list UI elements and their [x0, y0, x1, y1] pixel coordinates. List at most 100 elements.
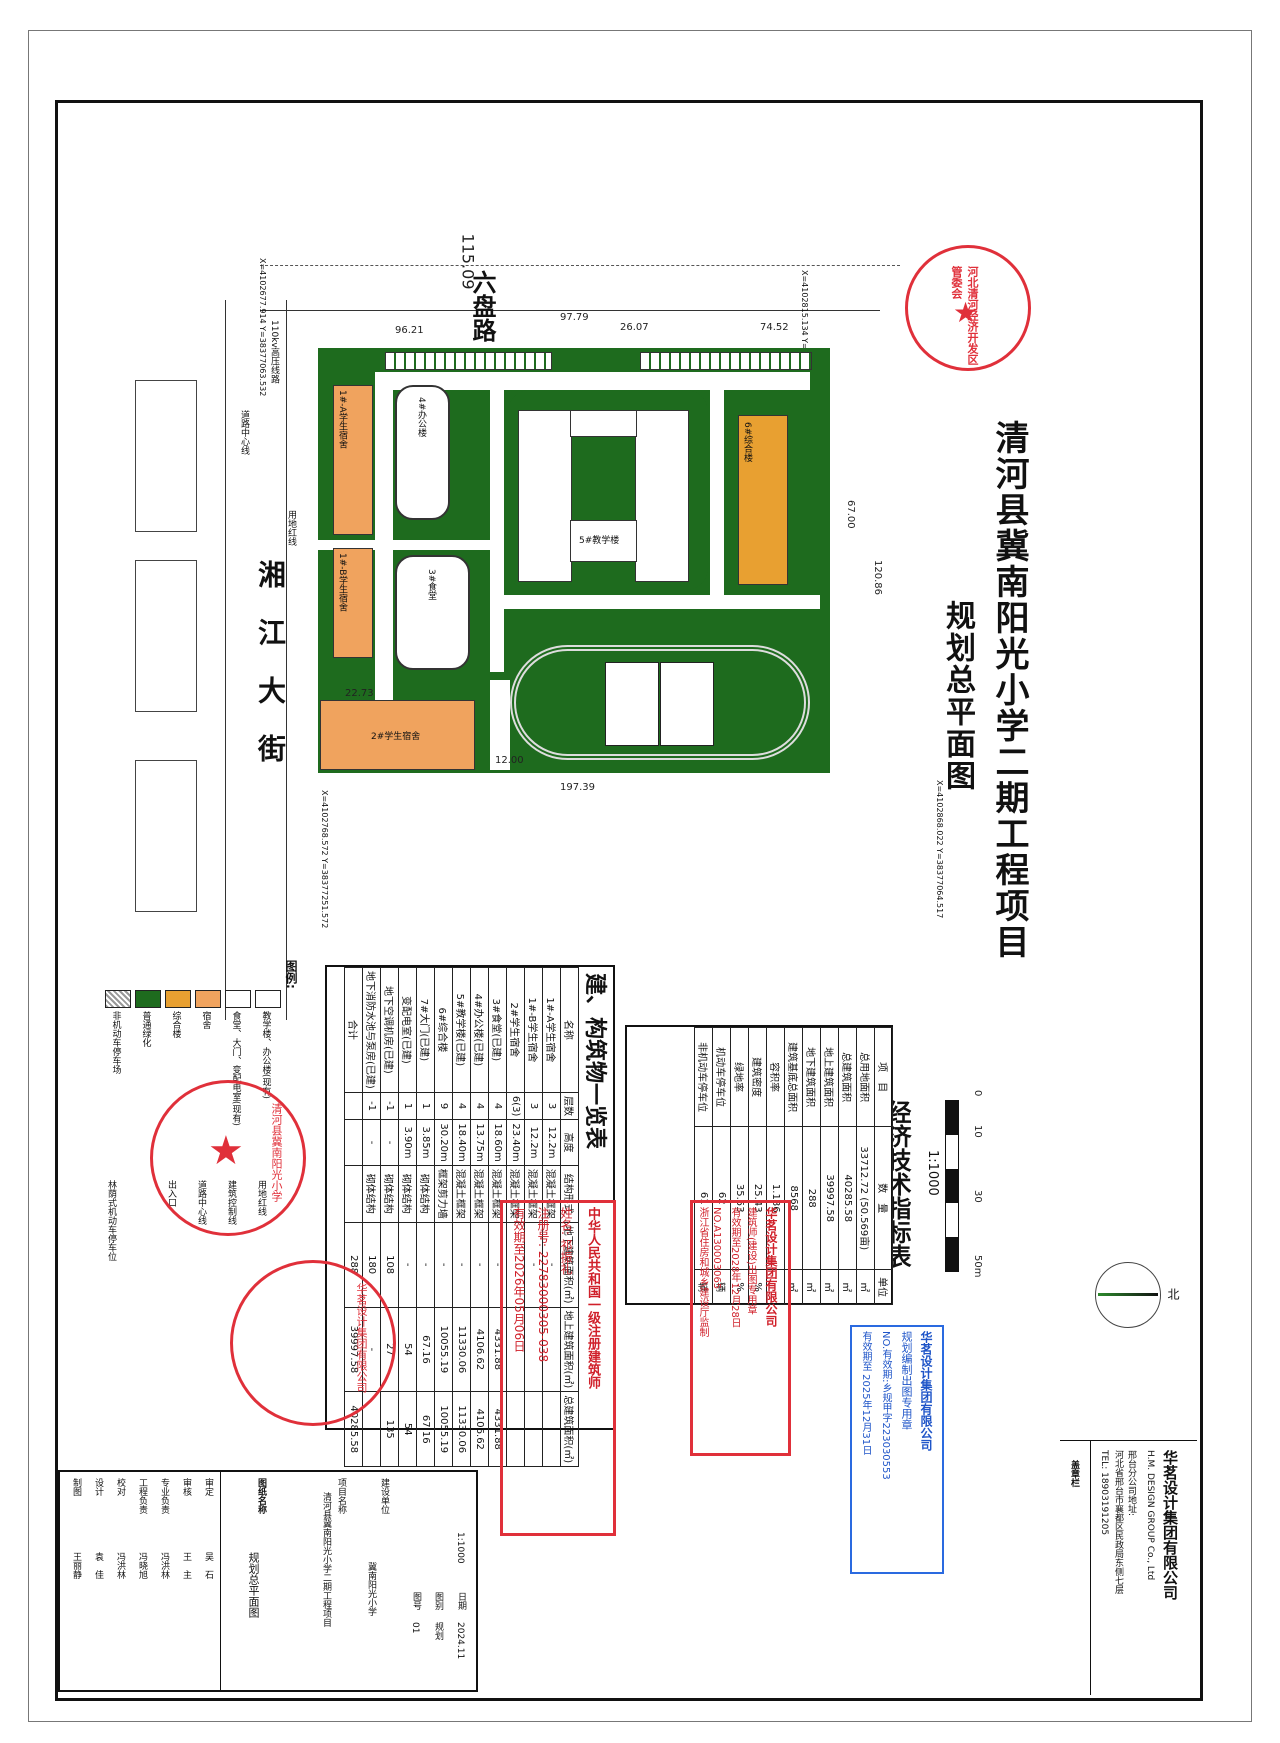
road-centerline-label: 道路中心线	[239, 410, 249, 455]
scale-label: 1:1000	[925, 1150, 940, 1196]
round-seal-designer: 华茗设计集团有限公司	[230, 1260, 396, 1426]
dim-label: 120.86	[872, 560, 883, 595]
building-teaching-5-wing	[518, 410, 572, 582]
drawing-name: 规划总平面图	[247, 1552, 260, 1618]
internal-road	[318, 540, 498, 550]
legend-item: 教学楼、办公楼(现有)	[255, 990, 281, 1099]
road-north-centerline	[260, 265, 900, 267]
parking-row	[385, 352, 552, 370]
dim-label: 12.00	[495, 755, 524, 766]
scale-tick: 0	[972, 1090, 983, 1097]
basketball-court	[660, 662, 714, 746]
internal-road	[710, 372, 724, 602]
building-canteen-3: 3#食堂	[395, 555, 470, 670]
north-arrow-icon	[1095, 1262, 1161, 1328]
coord-ne: X=4102815.134 Y=38377430.750	[800, 270, 809, 409]
building-dorm-1b: 1#-B学生宿舍	[333, 548, 373, 658]
seal-column-label: 盖章栏	[1069, 1460, 1079, 1487]
round-seal-client: ★ 清河县冀南阳光小学	[150, 1080, 306, 1236]
scale-bar	[945, 1100, 959, 1272]
parking-row	[640, 352, 812, 370]
project-name: 清河县冀南阳光小学二期工程项目	[321, 1492, 331, 1627]
neighbor-block	[135, 380, 197, 532]
scale-tick: 50m	[972, 1255, 983, 1278]
dim-label: 26.07	[620, 322, 649, 333]
scale-tick: 30	[972, 1190, 983, 1203]
internal-road	[375, 372, 393, 767]
drawing-frame	[55, 100, 1203, 1701]
internal-road	[490, 372, 504, 672]
building-dorm-1a: 1#-A学生宿舍	[333, 385, 373, 535]
legend-item: 食堂、大门、变配电室(现有)	[225, 990, 251, 1126]
institute-stamp: 华茗设计集团有限公司 建筑师(建设)出图专用章 有效期至2028年12月28日 …	[690, 1200, 791, 1456]
internal-road	[490, 680, 510, 770]
neighbor-block	[135, 560, 197, 712]
dim-label: 96.21	[395, 325, 424, 336]
star-icon: ★	[208, 1128, 244, 1174]
drawing-category: 规划	[433, 1622, 443, 1640]
drawing-sheet	[28, 30, 1252, 1722]
legend-item: 宿舍	[195, 990, 221, 1029]
staff-block: 审定 吴 石 审核 王 主 专业负责 冯洪林 工程负责 冯晓旭 校对 冯洪林 设…	[60, 1472, 221, 1690]
drawing-subtitle: 规划总平面图	[940, 600, 975, 792]
road-north-label: 六盘路	[468, 270, 496, 342]
elevation-label: 115.09	[458, 233, 478, 290]
road-west-label: 湘江大街	[254, 560, 287, 792]
building-dorm-2: 2#学生宿舍	[320, 700, 475, 770]
road-edge	[260, 310, 880, 311]
divider	[1090, 1440, 1091, 1695]
legend-item: 林荫式机动车停车位	[106, 1180, 116, 1261]
coord-se: X=4102868.022 Y=38377064.517	[935, 780, 944, 919]
neighbor-block	[135, 760, 197, 912]
hv-line-label: 110kv高压线路	[269, 320, 279, 384]
round-seal-top: 河北清河经济开发区管委会 ★	[905, 245, 1031, 371]
coord-nw: X=4102677.914 Y=38377063.532	[258, 258, 267, 397]
legend-item: 非机动车停车场	[105, 990, 131, 1074]
road-west	[225, 300, 287, 1020]
north-label: 北	[1166, 1288, 1180, 1300]
title-block: 审定 吴 石 审核 王 主 专业负责 冯洪林 工程负责 冯晓旭 校对 冯洪林 设…	[58, 1470, 478, 1692]
internal-road	[380, 372, 810, 390]
client-name: 冀南阳光小学	[366, 1562, 376, 1616]
legend-item: 普通绿化	[135, 990, 161, 1047]
divider	[1060, 1440, 1197, 1441]
company-name: 华茗设计集团有限公司	[1161, 1450, 1179, 1600]
drawing-title: 清河县冀南阳光小学二期工程项目	[989, 420, 1029, 960]
drawing-number: 01	[410, 1622, 420, 1634]
building-comprehensive-6: 6#综合楼	[738, 415, 788, 585]
dim-label: 74.52	[760, 322, 789, 333]
star-icon: ★	[953, 296, 979, 329]
planning-stamp: 华茗设计集团有限公司 规划编制出图专用章 NO.有效期:乡规甲字22303055…	[850, 1325, 944, 1574]
building-teaching-5-link: 5#教学楼	[570, 520, 637, 562]
legend-item: 综合楼	[165, 990, 191, 1038]
dim-label: 97.79	[560, 312, 589, 323]
boundary-label: 用地红线	[286, 510, 296, 546]
scale-tick: 10	[972, 1125, 983, 1138]
dim-label: 67.00	[845, 500, 856, 529]
internal-road	[490, 595, 820, 609]
coord-sw: X=4102768.572 Y=38377251.572	[320, 790, 329, 929]
branch-address-label: 邢台分公司地址:	[1126, 1450, 1136, 1517]
branch-address: 河北省邢台市襄都区民政局东侧七层	[1113, 1450, 1123, 1594]
dim-label: 197.39	[560, 782, 595, 793]
drawing-date: 2024.11	[455, 1622, 465, 1660]
company-name-en: H.M. DESIGN GROUP Co., Ltd	[1145, 1450, 1155, 1581]
dim-label: 22.73	[345, 688, 374, 699]
branch-tel: TEL: 18903191205	[1099, 1450, 1109, 1536]
architect-stamp: 中华人民共和国一级注册建筑师 姓名: 祁振礼 注册号: 22783000305-…	[500, 1200, 616, 1536]
building-teaching-5-wing	[635, 410, 689, 582]
basketball-court	[605, 662, 659, 746]
building-office-4: 4#办公楼	[395, 385, 450, 520]
scale-value: 1:1000	[455, 1532, 465, 1564]
building-teaching-5-link	[570, 410, 637, 437]
